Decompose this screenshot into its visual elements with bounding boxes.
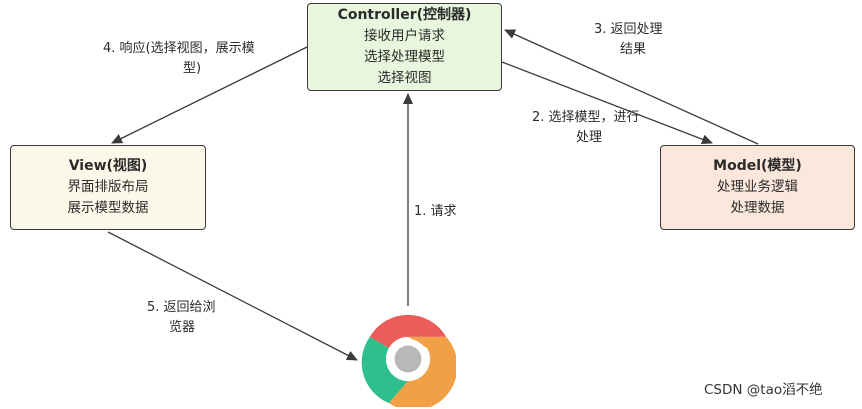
edge-label-respond-line-1: 4. 响应(选择视图，展示模 [103, 41, 255, 56]
edge-label-return-result-line-1: 3. 返回处理 [594, 22, 663, 37]
edge-label-select-model-line-1: 2. 选择模型，进行 [532, 110, 640, 125]
edge-label-respond: 4. 响应(选择视图，展示模 型) [103, 39, 298, 79]
controller-line-1: 接收用户请求 [364, 28, 445, 44]
edge-label-select-model-line-2: 处理 [576, 130, 603, 145]
model-node: Model(模型) 处理业务逻辑 处理数据 [660, 145, 855, 230]
watermark-text: CSDN @tao滔不绝 [704, 382, 823, 398]
arrow-return-browser [107, 231, 358, 361]
edge-label-respond-line-2: 型) [183, 61, 202, 76]
model-title: Model(模型) [713, 158, 802, 174]
model-line-2: 处理数据 [730, 200, 785, 216]
controller-node: Controller(控制器) 接收用户请求 选择处理模型 选择视图 [307, 3, 502, 91]
edge-label-return-result: 3. 返回处理 结果 [594, 20, 684, 60]
controller-line-2: 选择处理模型 [364, 49, 445, 65]
edge-label-return-result-line-2: 结果 [620, 42, 647, 57]
model-line-1: 处理业务逻辑 [717, 179, 798, 195]
arrow-respond [111, 46, 308, 144]
edge-label-request: 1. 请求 [414, 204, 457, 219]
edge-label-return-browser-line-2: 览器 [169, 320, 196, 335]
view-line-2: 展示模型数据 [67, 200, 149, 216]
view-line-1: 界面排版布局 [67, 179, 149, 195]
controller-line-3: 选择视图 [377, 70, 432, 86]
arrow-return-result [504, 29, 759, 145]
view-title: View(视图) [68, 158, 148, 174]
arrow-select-model [501, 61, 713, 145]
controller-title: Controller(控制器) [337, 7, 472, 23]
view-node: View(视图) 界面排版布局 展示模型数据 [10, 145, 206, 230]
chrome-browser-icon [361, 314, 456, 407]
edge-label-return-browser-line-1: 5. 返回给浏 [147, 300, 216, 315]
edge-label-return-browser: 5. 返回给浏 览器 [147, 298, 237, 338]
edge-label-select-model: 2. 选择模型，进行 处理 [532, 108, 652, 148]
